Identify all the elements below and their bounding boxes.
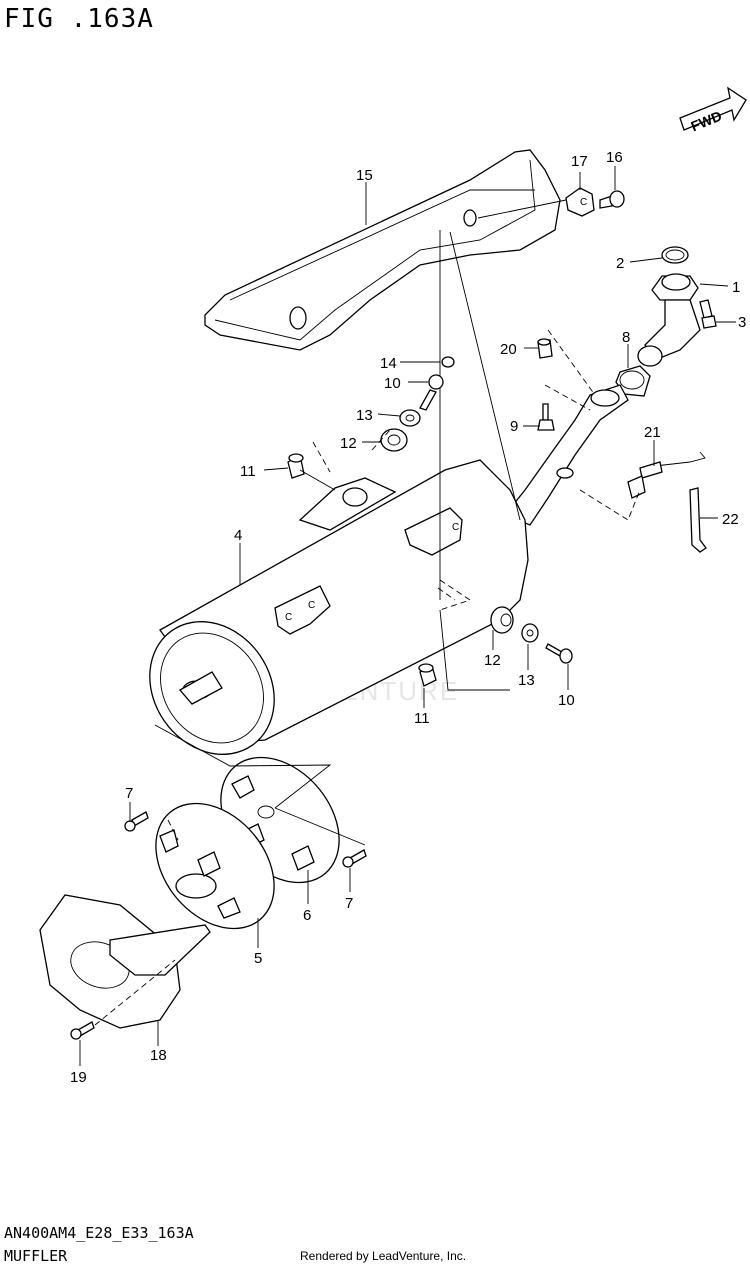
callout-8: 8 xyxy=(622,329,630,346)
exhaust-pipe-1 xyxy=(637,273,701,367)
screw-19 xyxy=(70,1021,95,1040)
washer-13-upper xyxy=(399,409,421,427)
mid-pipe xyxy=(503,384,629,526)
heat-shield-15 xyxy=(204,149,561,351)
section-name: MUFFLER xyxy=(4,1247,68,1265)
callout-10-upper: 10 xyxy=(384,375,401,392)
bolt-16 xyxy=(599,190,625,209)
figure-title: FIG .163A xyxy=(4,4,154,34)
callout-14: 14 xyxy=(380,355,397,372)
gasket-2 xyxy=(661,246,689,264)
callout-12-upper: 12 xyxy=(340,435,357,452)
bolt-10-lower xyxy=(545,643,573,664)
bolt-10-upper xyxy=(419,374,444,411)
svg-text:C: C xyxy=(580,197,587,208)
sleeve-20 xyxy=(537,338,553,359)
callout-21: 21 xyxy=(644,424,661,441)
callout-9: 9 xyxy=(510,418,518,435)
callout-19: 19 xyxy=(70,1069,87,1086)
fwd-arrow: FWD xyxy=(679,86,747,135)
muffler-4: C C C xyxy=(149,459,529,755)
callout-2: 2 xyxy=(616,255,624,272)
svg-text:C: C xyxy=(285,612,292,623)
callout-1: 1 xyxy=(732,279,740,296)
model-code: AN400AM4_E28_E33_163A xyxy=(4,1224,194,1242)
callout-13-lower: 13 xyxy=(518,672,535,689)
grommet-17: C xyxy=(565,187,595,217)
svg-text:C: C xyxy=(452,522,459,533)
callout-10-lower: 10 xyxy=(558,692,575,709)
callout-11-upper: 11 xyxy=(240,463,256,480)
callout-labels: 15 17 16 2 1 3 8 20 9 21 22 14 10 13 12 … xyxy=(70,149,746,1086)
grommet-11-upper xyxy=(287,453,305,479)
callout-13-upper: 13 xyxy=(356,407,373,424)
callout-5: 5 xyxy=(254,950,262,967)
callout-6: 6 xyxy=(303,907,311,924)
callout-15: 15 xyxy=(356,167,373,184)
clip-22 xyxy=(689,487,707,553)
washer-13-lower xyxy=(521,623,539,643)
render-credit: Rendered by LeadVenture, Inc. xyxy=(300,1249,467,1263)
rubber-12-upper xyxy=(380,428,408,452)
clamp-8 xyxy=(615,365,651,397)
grommet-11-lower xyxy=(418,663,437,687)
callout-4: 4 xyxy=(234,527,242,544)
callout-18: 18 xyxy=(150,1047,167,1064)
callout-16: 16 xyxy=(606,149,623,166)
callout-7-right: 7 xyxy=(345,895,353,912)
cap-14 xyxy=(441,356,455,368)
rubber-12-lower xyxy=(490,606,514,634)
nut-3 xyxy=(699,299,717,329)
callout-11-lower: 11 xyxy=(414,710,430,727)
leader-lines xyxy=(79,166,736,1066)
callout-3: 3 xyxy=(738,314,746,331)
callout-12-lower: 12 xyxy=(484,652,501,669)
bolt-9 xyxy=(537,403,555,431)
svg-text:C: C xyxy=(308,600,315,611)
baffle-5 xyxy=(155,802,275,930)
callout-22: 22 xyxy=(722,511,739,528)
end-cover-18 xyxy=(39,894,211,1029)
callout-7-left: 7 xyxy=(125,785,133,802)
fwd-label: FWD xyxy=(688,108,724,135)
screw-7-right xyxy=(342,849,367,868)
callout-17: 17 xyxy=(571,153,588,170)
screw-7-left xyxy=(124,811,149,832)
callout-20: 20 xyxy=(500,341,517,358)
o2-sensor-21 xyxy=(627,451,706,499)
